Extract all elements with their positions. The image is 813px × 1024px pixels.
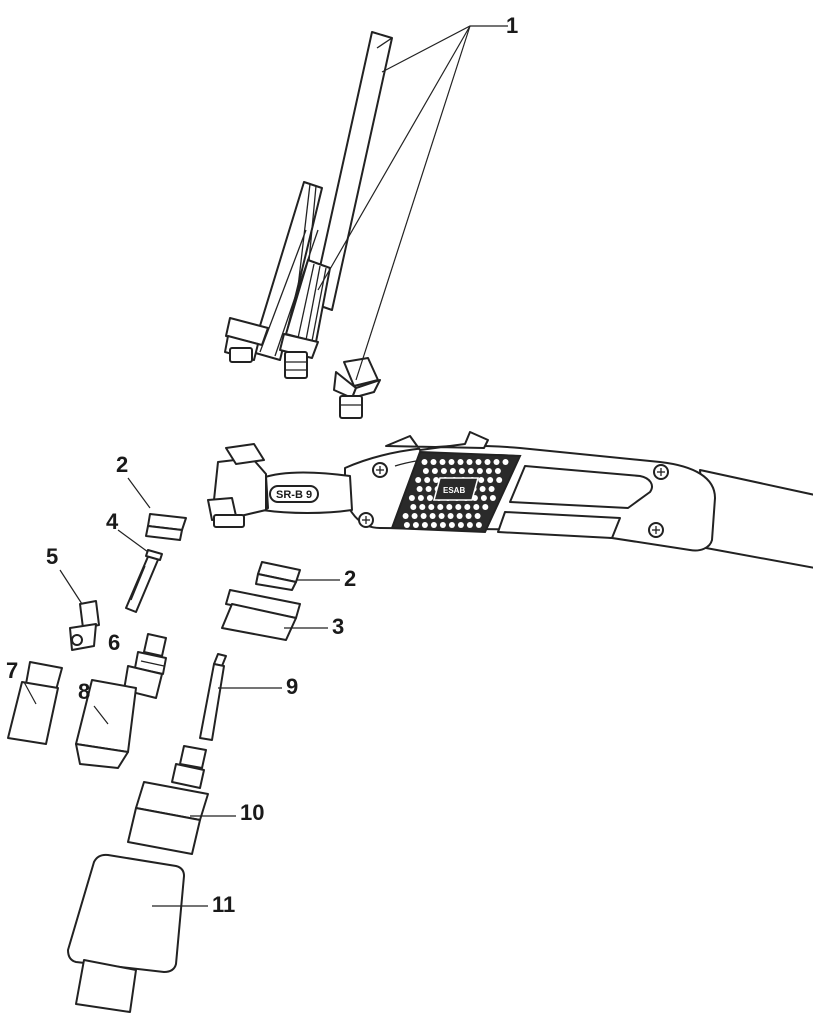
- gasket-upper: [145, 513, 187, 541]
- grip-dot: [426, 495, 433, 501]
- grip-dot: [421, 522, 428, 528]
- grip-dot: [458, 468, 465, 474]
- gas-lens-nozzle: [67, 853, 185, 1013]
- grip-dot: [457, 522, 464, 528]
- callout-1: 1: [506, 13, 518, 38]
- grip-dot: [422, 468, 429, 474]
- grip-dot: [502, 459, 509, 465]
- grip-dot: [448, 459, 455, 465]
- grip-dot: [421, 459, 428, 465]
- callout-11: 11: [212, 892, 235, 917]
- electrode: [199, 653, 227, 741]
- grip-dot: [437, 504, 444, 510]
- model-label-text: SR-B 9: [276, 489, 312, 501]
- grip-dot: [457, 459, 464, 465]
- grip-dot: [493, 459, 500, 465]
- collet: [125, 549, 163, 613]
- grip-dot: [430, 459, 437, 465]
- grip-dot: [464, 504, 471, 510]
- grip-dot: [496, 477, 503, 483]
- grip-dot: [484, 459, 491, 465]
- callout-2-lower: 2: [344, 566, 356, 591]
- medium-back-cap: [279, 259, 331, 379]
- long-back-cap: [224, 31, 393, 363]
- short-back-cap: [333, 357, 381, 419]
- esab-logo-text: ESAB: [443, 486, 465, 495]
- callout-8: 8: [78, 679, 90, 704]
- grip-dot: [425, 486, 432, 492]
- grip-dot: [419, 504, 426, 510]
- grip-dot: [440, 468, 447, 474]
- nozzle-7: [7, 661, 63, 745]
- callout-3: 3: [332, 614, 344, 639]
- callout-6: 6: [108, 630, 120, 655]
- gasket-lower: [255, 561, 301, 591]
- grip-dot: [466, 459, 473, 465]
- grip-dot: [480, 495, 487, 501]
- insulator: [221, 589, 301, 641]
- grip-dot: [479, 486, 486, 492]
- grip-dot: [416, 486, 423, 492]
- nozzle-8: [75, 679, 137, 769]
- grip-dot: [424, 477, 431, 483]
- grip-dot: [465, 513, 472, 519]
- grip-dot: [447, 513, 454, 519]
- torch-cable: [699, 469, 813, 569]
- grip-dot: [456, 513, 463, 519]
- leader-lines-1: [317, 25, 508, 381]
- callout-10: 10: [240, 800, 264, 825]
- handle-side-panels: [497, 465, 653, 539]
- grip-dot: [467, 468, 474, 474]
- grip-dot: [438, 513, 445, 519]
- grip-dot: [430, 522, 437, 528]
- grip-dot: [482, 504, 489, 510]
- grip-dot: [433, 477, 440, 483]
- grip-dot: [420, 513, 427, 519]
- grip-dot: [415, 477, 422, 483]
- grip-dot: [411, 513, 418, 519]
- grip-dot: [478, 477, 485, 483]
- grip-dot: [448, 522, 455, 528]
- grip-dot: [429, 513, 436, 519]
- grip-dot: [487, 477, 494, 483]
- grip-dot: [489, 495, 496, 501]
- callout-7: 7: [6, 658, 18, 683]
- esab-logo: ESAB: [433, 477, 479, 501]
- grip-dot: [449, 468, 456, 474]
- grip-dot: [439, 459, 446, 465]
- grip-dot: [485, 468, 492, 474]
- grip-dot: [476, 468, 483, 474]
- handle-screws: [358, 462, 669, 538]
- grip-dot: [431, 468, 438, 474]
- grip-dot: [475, 522, 482, 528]
- grip-dot: [446, 504, 453, 510]
- grip-dot: [408, 495, 415, 501]
- grip-dot: [439, 522, 446, 528]
- grip-dot: [402, 513, 409, 519]
- grip-dot: [428, 504, 435, 510]
- grip-dot: [417, 495, 424, 501]
- grip-dot: [473, 504, 480, 510]
- grip-dot: [494, 468, 501, 474]
- torch-head: [207, 443, 267, 528]
- callout-9: 9: [286, 674, 298, 699]
- gas-lens: [127, 745, 209, 855]
- collet-body-5: [69, 600, 100, 651]
- grip-dot: [403, 522, 410, 528]
- grip-dot: [466, 522, 473, 528]
- grip-dot: [475, 459, 482, 465]
- grip-dot: [412, 522, 419, 528]
- callout-2-upper: 2: [116, 452, 128, 477]
- callout-5: 5: [46, 544, 58, 569]
- grip-dot: [488, 486, 495, 492]
- callout-4: 4: [106, 509, 119, 534]
- model-label: SR-B 9: [269, 485, 319, 503]
- grip-dot: [455, 504, 462, 510]
- grip-dot: [410, 504, 417, 510]
- grip-dot: [474, 513, 481, 519]
